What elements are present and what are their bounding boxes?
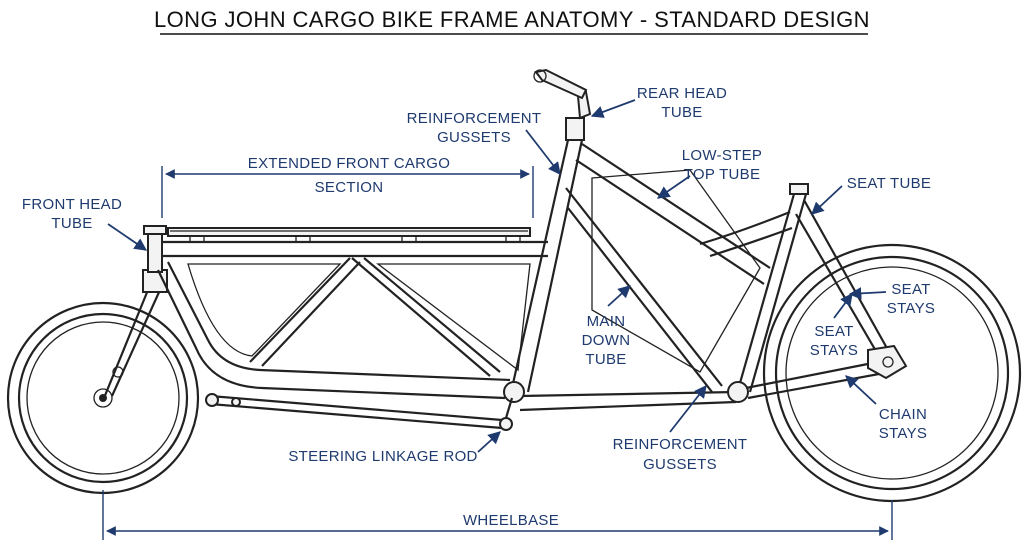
steering-linkage-rod <box>205 393 514 431</box>
wheelbase-dimension <box>102 490 893 540</box>
main-frame <box>503 68 908 412</box>
arrow-chain-stays <box>845 375 877 405</box>
arrow-low-step-top-tube <box>656 175 691 199</box>
front-wheel <box>6 301 200 495</box>
label-seat-stays-right-1: SEAT <box>891 281 930 298</box>
label-low-step-1: LOW-STEP <box>682 147 762 164</box>
label-extended-cargo-1: EXTENDED FRONT CARGO <box>248 155 450 172</box>
cargo-section <box>157 227 548 400</box>
label-chain-stays-2: STAYS <box>879 425 927 442</box>
arrow-reinforcement-top <box>525 129 561 175</box>
cargo-dimension <box>161 166 534 218</box>
label-steering-linkage-rod: STEERING LINKAGE ROD <box>288 448 477 465</box>
arrow-main-down-tube <box>607 285 631 307</box>
label-rear-head-tube-1: REAR HEAD <box>637 85 727 102</box>
label-wheelbase: WHEELBASE <box>463 512 559 529</box>
label-front-head-tube-1: FRONT HEAD <box>22 196 122 213</box>
label-seat-stays-left-2: STAYS <box>810 342 858 359</box>
label-reinforcement-top-2: GUSSETS <box>437 129 511 146</box>
label-main-down-tube-3: TUBE <box>585 351 626 368</box>
label-reinforcement-bottom-2: GUSSETS <box>643 456 717 473</box>
label-seat-stays-right-2: STAYS <box>887 300 935 317</box>
label-extended-cargo-2: SECTION <box>315 179 384 196</box>
label-reinforcement-top-1: REINFORCEMENT <box>407 110 542 127</box>
label-seat-stays-left-1: SEAT <box>814 323 853 340</box>
label-main-down-tube-2: DOWN <box>582 332 631 349</box>
label-low-step-2: TOP TUBE <box>684 166 761 183</box>
front-fork <box>102 225 168 399</box>
arrow-reinforcement-bottom <box>669 385 707 433</box>
arrow-rear-head-tube <box>590 99 636 118</box>
arrow-seat-stays-left <box>833 292 853 319</box>
label-chain-stays-1: CHAIN <box>879 406 927 423</box>
arrow-seat-tube <box>811 185 843 215</box>
arrow-seat-stays-right <box>848 287 887 300</box>
arrow-steering-rod <box>477 431 501 453</box>
label-main-down-tube-1: MAIN <box>587 313 626 330</box>
arrow-front-head-tube <box>107 223 148 251</box>
label-seat-tube: SEAT TUBE <box>847 175 931 192</box>
label-front-head-tube-2: TUBE <box>51 215 92 232</box>
diagram-title: LONG JOHN CARGO BIKE FRAME ANATOMY - STA… <box>154 7 870 32</box>
label-reinforcement-bottom-1: REINFORCEMENT <box>613 436 748 453</box>
label-rear-head-tube-2: TUBE <box>661 104 702 121</box>
